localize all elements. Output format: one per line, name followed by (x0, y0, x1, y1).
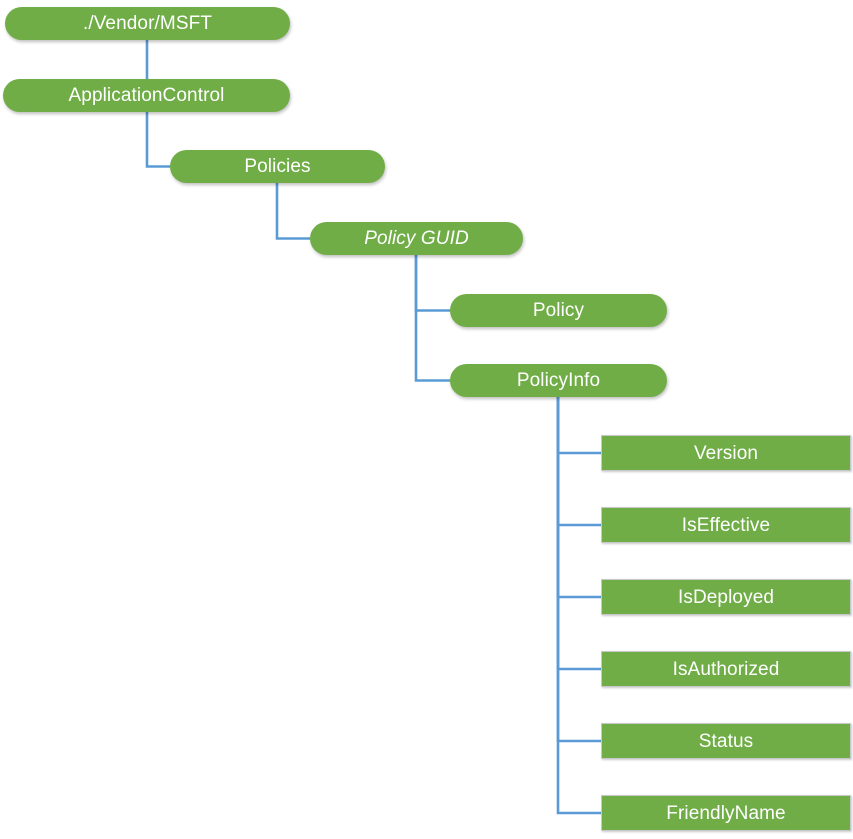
node-policies[interactable]: Policies (170, 150, 385, 183)
node-is-authorized[interactable]: IsAuthorized (601, 651, 851, 687)
node-label-policy: Policy (532, 300, 585, 321)
node-label-vendor-msft: ./Vendor/MSFT (82, 13, 213, 34)
node-label-application-control: ApplicationControl (68, 85, 225, 106)
connector-policy-info-to-friendly-name (556, 397, 601, 815)
node-label-policies: Policies (244, 156, 311, 177)
node-label-policy-info: PolicyInfo (516, 370, 601, 391)
connector-policy-info-to-version (556, 397, 601, 455)
node-is-effective[interactable]: IsEffective (601, 507, 851, 543)
node-status[interactable]: Status (601, 723, 851, 759)
connector-application-control-to-policies (145, 112, 170, 168)
node-friendly-name[interactable]: FriendlyName (601, 795, 851, 831)
node-label-policy-guid: Policy GUID (364, 228, 469, 249)
node-label-is-authorized: IsAuthorized (672, 658, 780, 680)
node-application-control[interactable]: ApplicationControl (3, 79, 290, 112)
connector-policy-info-to-is-effective (556, 397, 601, 527)
node-policy[interactable]: Policy (450, 294, 667, 327)
node-policy-info[interactable]: PolicyInfo (450, 364, 667, 397)
node-label-status: Status (698, 730, 754, 752)
node-label-is-deployed: IsDeployed (677, 586, 775, 608)
node-label-version: Version (693, 442, 759, 464)
connector-policy-guid-to-policy (414, 255, 450, 312)
node-version[interactable]: Version (601, 435, 851, 471)
connector-policy-info-to-is-authorized (556, 397, 601, 671)
node-is-deployed[interactable]: IsDeployed (601, 579, 851, 615)
connector-policy-info-to-is-deployed (556, 397, 601, 599)
node-label-is-effective: IsEffective (681, 514, 771, 536)
node-label-friendly-name: FriendlyName (666, 802, 786, 824)
connector-policy-info-to-status (556, 397, 601, 743)
node-policy-guid[interactable]: Policy GUID (310, 222, 523, 255)
node-vendor-msft[interactable]: ./Vendor/MSFT (5, 7, 290, 40)
connector-policy-guid-to-policy-info (414, 255, 450, 382)
connector-policies-to-policy-guid (275, 183, 310, 240)
